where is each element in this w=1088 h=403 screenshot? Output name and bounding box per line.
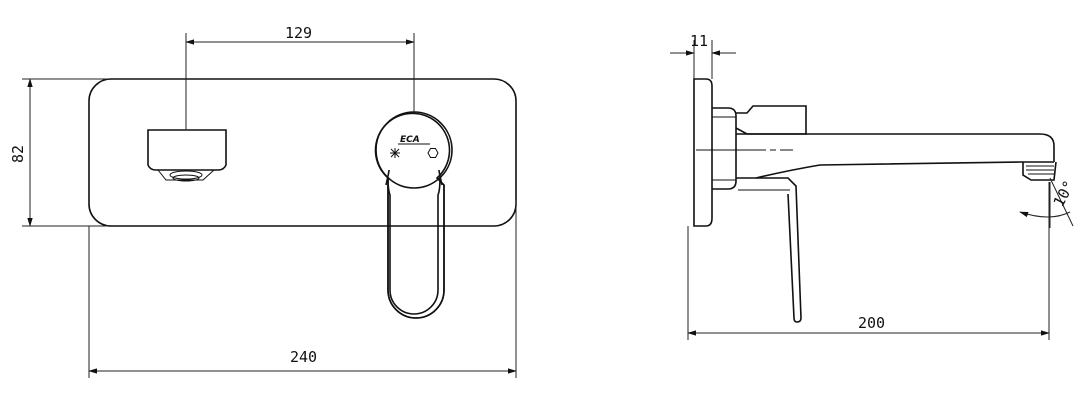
dimension-label-11: 11 <box>690 32 708 50</box>
valve-body <box>712 107 737 190</box>
dimension-label-10-degrees: 10° <box>1050 178 1079 210</box>
dimension-plate-thickness: 11 <box>670 32 736 79</box>
mixer-handle: ECA <box>374 111 453 319</box>
hot-water-icon <box>427 148 439 158</box>
front-view: ECA 129 82 <box>9 24 517 378</box>
wall-plate <box>88 78 517 227</box>
dimension-projection: 200 <box>687 182 1050 340</box>
dimension-label-200: 200 <box>858 314 885 332</box>
dimension-spout-spacing: 129 <box>185 24 415 130</box>
snowflake-icon <box>390 148 400 158</box>
dimension-width: 240 <box>88 200 517 378</box>
spout-front <box>147 129 227 182</box>
dimension-height: 82 <box>9 78 110 227</box>
side-view: 11 200 10° <box>670 32 1078 340</box>
handle-side <box>738 177 802 323</box>
spout-side <box>696 105 1057 181</box>
dimension-label-129: 129 <box>285 24 312 42</box>
brand-logo: ECA <box>400 135 420 145</box>
dimension-label-82: 82 <box>9 145 27 163</box>
wall-plate-side <box>693 78 713 227</box>
dimension-label-240: 240 <box>290 348 317 366</box>
